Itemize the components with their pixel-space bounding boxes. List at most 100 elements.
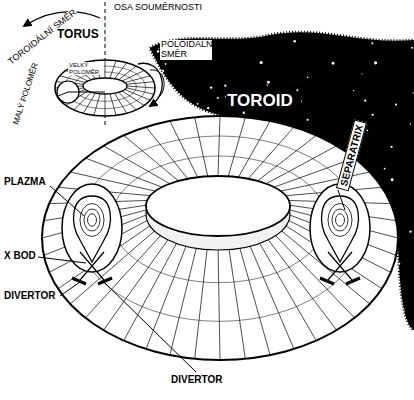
rib-line	[228, 117, 245, 176]
label-box: TOROID	[226, 92, 294, 111]
star	[165, 63, 167, 65]
separatrix-curve	[322, 196, 359, 262]
star	[367, 129, 369, 131]
star	[393, 272, 396, 275]
rib-line	[146, 241, 188, 349]
toroid-hole	[146, 176, 290, 236]
rib-line	[279, 172, 370, 192]
star	[307, 77, 309, 79]
label-box: MALÝ POLOMĚR	[12, 61, 41, 127]
label-text: MALÝ POLOMĚR	[11, 62, 39, 126]
star	[379, 304, 380, 305]
star	[149, 114, 152, 117]
rib-line	[126, 82, 153, 84]
rib-ring	[111, 156, 326, 283]
rib-line	[195, 244, 208, 359]
rib-line	[124, 135, 179, 181]
star	[162, 70, 164, 72]
rib-line	[115, 63, 127, 79]
flux-surface	[88, 214, 97, 226]
star	[398, 263, 400, 265]
rib-line	[248, 241, 294, 349]
rib-line	[110, 61, 116, 78]
star	[361, 73, 362, 74]
rib-line	[83, 93, 95, 113]
star	[307, 119, 309, 121]
minor-radius	[58, 92, 68, 96]
flux-surface	[336, 214, 345, 226]
rib-line	[218, 244, 220, 360]
rib-line	[170, 243, 198, 355]
rib-line	[110, 94, 116, 115]
symmetry-axis	[105, 2, 106, 125]
rib-line	[170, 121, 198, 177]
rib-line	[257, 135, 316, 181]
leader-line	[50, 186, 84, 216]
star	[364, 100, 366, 102]
x-point-legs	[80, 252, 104, 280]
star	[186, 107, 187, 108]
toroid	[42, 116, 398, 360]
rib-line	[103, 146, 170, 185]
star	[207, 107, 209, 109]
rib-line	[257, 239, 316, 341]
major-radius	[68, 92, 105, 93]
star	[296, 89, 298, 91]
separatrix-curve	[74, 196, 111, 262]
leader-line	[338, 190, 345, 210]
star	[390, 146, 392, 148]
rib-line	[248, 127, 294, 179]
star	[332, 62, 335, 65]
rib-line	[105, 60, 106, 78]
label-text: OSA SOUMĚRNOSTI	[114, 2, 202, 12]
label-box: DIVERTOR	[170, 374, 224, 385]
poloidal-arrow	[150, 70, 164, 98]
x-point-legs	[328, 252, 352, 280]
star	[210, 86, 212, 88]
star	[384, 168, 386, 170]
vessel-section	[62, 184, 122, 272]
small-torus	[55, 60, 155, 116]
star	[267, 81, 270, 84]
star	[266, 84, 267, 85]
star	[413, 92, 414, 93]
torus-ribs	[55, 60, 155, 116]
rib-line	[146, 127, 188, 179]
rib-line	[105, 94, 106, 116]
leader-line	[104, 282, 196, 372]
flux-surface	[80, 204, 104, 237]
star	[395, 104, 397, 106]
flux-surface	[332, 209, 348, 231]
star	[224, 85, 226, 87]
label-box: DIVERTOR	[3, 290, 57, 301]
star	[371, 42, 373, 44]
label-text: DIVERTOR	[4, 290, 56, 301]
label-text: TOROID	[227, 91, 293, 110]
rib-line	[195, 117, 208, 176]
flux-surface	[84, 209, 100, 231]
star	[353, 90, 354, 91]
rib-line	[119, 66, 136, 80]
plasma-cross-sections	[62, 184, 370, 284]
star	[410, 123, 411, 124]
star	[157, 50, 159, 52]
label-box: PLAZMA	[3, 176, 47, 187]
star	[410, 231, 412, 233]
star	[260, 61, 263, 64]
rib-ring	[74, 72, 137, 101]
label-box: X BOD	[3, 250, 37, 261]
star	[293, 40, 296, 43]
star	[217, 97, 219, 99]
rib-line	[94, 94, 100, 115]
star	[301, 101, 302, 102]
label-text: TORUS	[57, 27, 99, 41]
label-box: TORUS	[56, 28, 100, 41]
leader-line	[60, 282, 80, 296]
label-text: X BOD	[4, 250, 36, 261]
rib-line	[119, 92, 136, 110]
rib-line	[85, 158, 163, 188]
label-text: PLAZMA	[4, 176, 46, 187]
label-text: POLOIDÁLNÍ SMĚR	[161, 39, 215, 59]
